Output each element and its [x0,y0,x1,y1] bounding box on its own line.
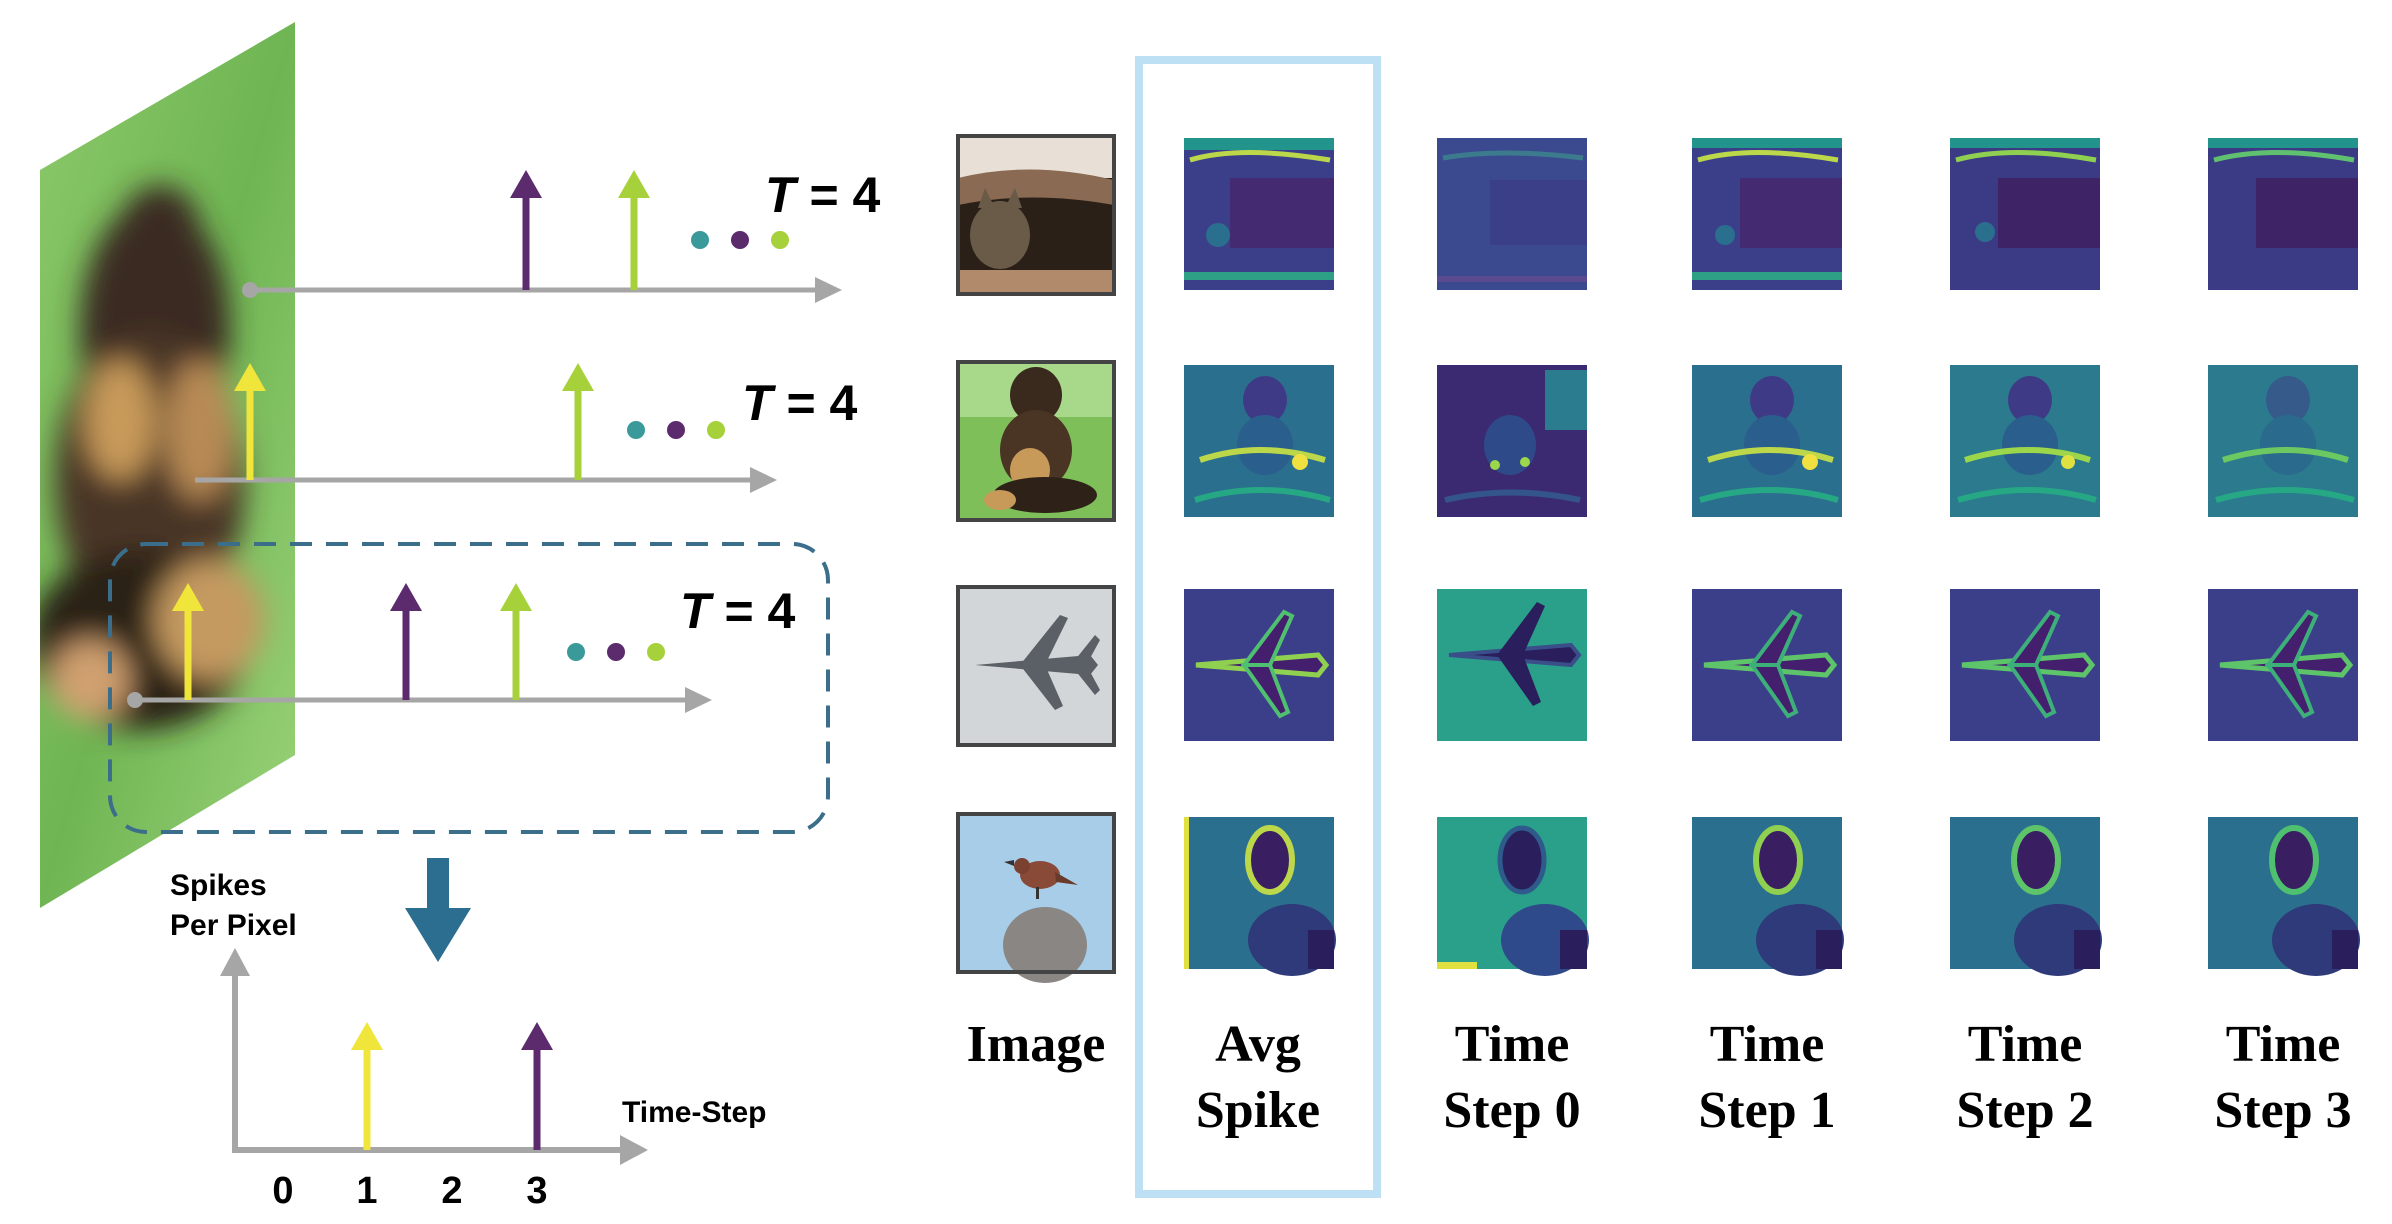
ellipsis-dot [607,643,625,661]
input-image-panel [40,22,295,908]
feature-map-airplane-avg [1184,589,1334,741]
input-thumbnail-dog [956,360,1116,522]
tick-label: 2 [441,1170,462,1212]
plot-ylabel: Spikes [170,869,267,902]
feature-map-dog-step3 [2208,365,2358,517]
plot-ylabel: Per Pixel [170,909,297,942]
ellipsis-dot [771,231,789,249]
spike-arrowhead [500,583,532,611]
feature-map-airplane-step1 [1692,589,1842,741]
spike-train-2: T = 4 [195,363,858,493]
avg-spike-highlight-box [1135,56,1381,1198]
arrowhead [620,1135,648,1165]
feature-map-cat-step2 [1950,138,2100,290]
ellipsis-dot [731,231,749,249]
spike-arrowhead [351,1022,383,1050]
spike-arrowhead [521,1022,553,1050]
spike-train-3: T = 4 [127,583,796,713]
ellipsis-dot [567,643,585,661]
input-thumbnail-bird [956,812,1116,983]
spike-arrowhead [510,170,542,198]
feature-map-cat-avg [1184,138,1334,290]
spike-arrowhead [562,363,594,391]
arrowhead [220,948,250,976]
tick-label: 1 [356,1170,377,1212]
feature-map-airplane-step0 [1437,589,1587,741]
arrowhead [685,687,712,713]
axis-origin-dot [242,282,258,298]
spike-arrowhead [172,583,204,611]
spike-arrowhead [234,363,266,391]
spike-arrowhead [618,170,650,198]
ellipsis-dot [647,643,665,661]
feature-map-bird-step0 [1437,817,1589,976]
input-thumbnail-airplane [956,585,1116,747]
ellipsis-dot [691,231,709,249]
column-label-image: Image [966,1016,1106,1073]
input-thumbnail-cat [956,134,1116,296]
feature-map-dog-step1 [1692,365,1842,517]
feature-map-airplane-step2 [1950,589,2100,741]
feature-map-cat-step0 [1437,138,1587,290]
ellipsis-dot [667,421,685,439]
axis-origin-dot [127,692,143,708]
feature-map-cat-step1 [1692,138,1842,290]
plot-xlabel: Time-Step [622,1096,766,1129]
arrowhead [750,467,777,493]
spike-arrowhead [390,583,422,611]
spike-train-1: T = 4 [242,167,881,303]
spike-count-plot: Spikes Per Pixel Time-Step 0 1 2 3 [170,869,766,1212]
arrowhead [815,277,842,303]
selected-pixel-box [108,542,830,834]
feature-map-dog-step0 [1437,365,1587,517]
feature-map-cat-step3 [2208,138,2358,290]
tick-label: 0 [272,1170,293,1212]
ellipsis-dot [627,421,645,439]
feature-map-bird-avg [1184,817,1336,976]
ellipsis-dot [707,421,725,439]
tick-label: 3 [526,1170,547,1212]
feature-map-bird-step3 [2208,817,2360,976]
feature-map-bird-step2 [1950,817,2102,976]
t-label: T = 4 [680,583,796,639]
feature-map-dog-avg [1184,365,1334,517]
feature-map-bird-step1 [1692,817,1844,976]
feature-map-airplane-step3 [2208,589,2358,741]
feature-map-dog-step2 [1950,365,2100,517]
down-arrow [405,858,471,962]
t-label: T = 4 [742,375,858,431]
t-label: T = 4 [765,167,881,223]
